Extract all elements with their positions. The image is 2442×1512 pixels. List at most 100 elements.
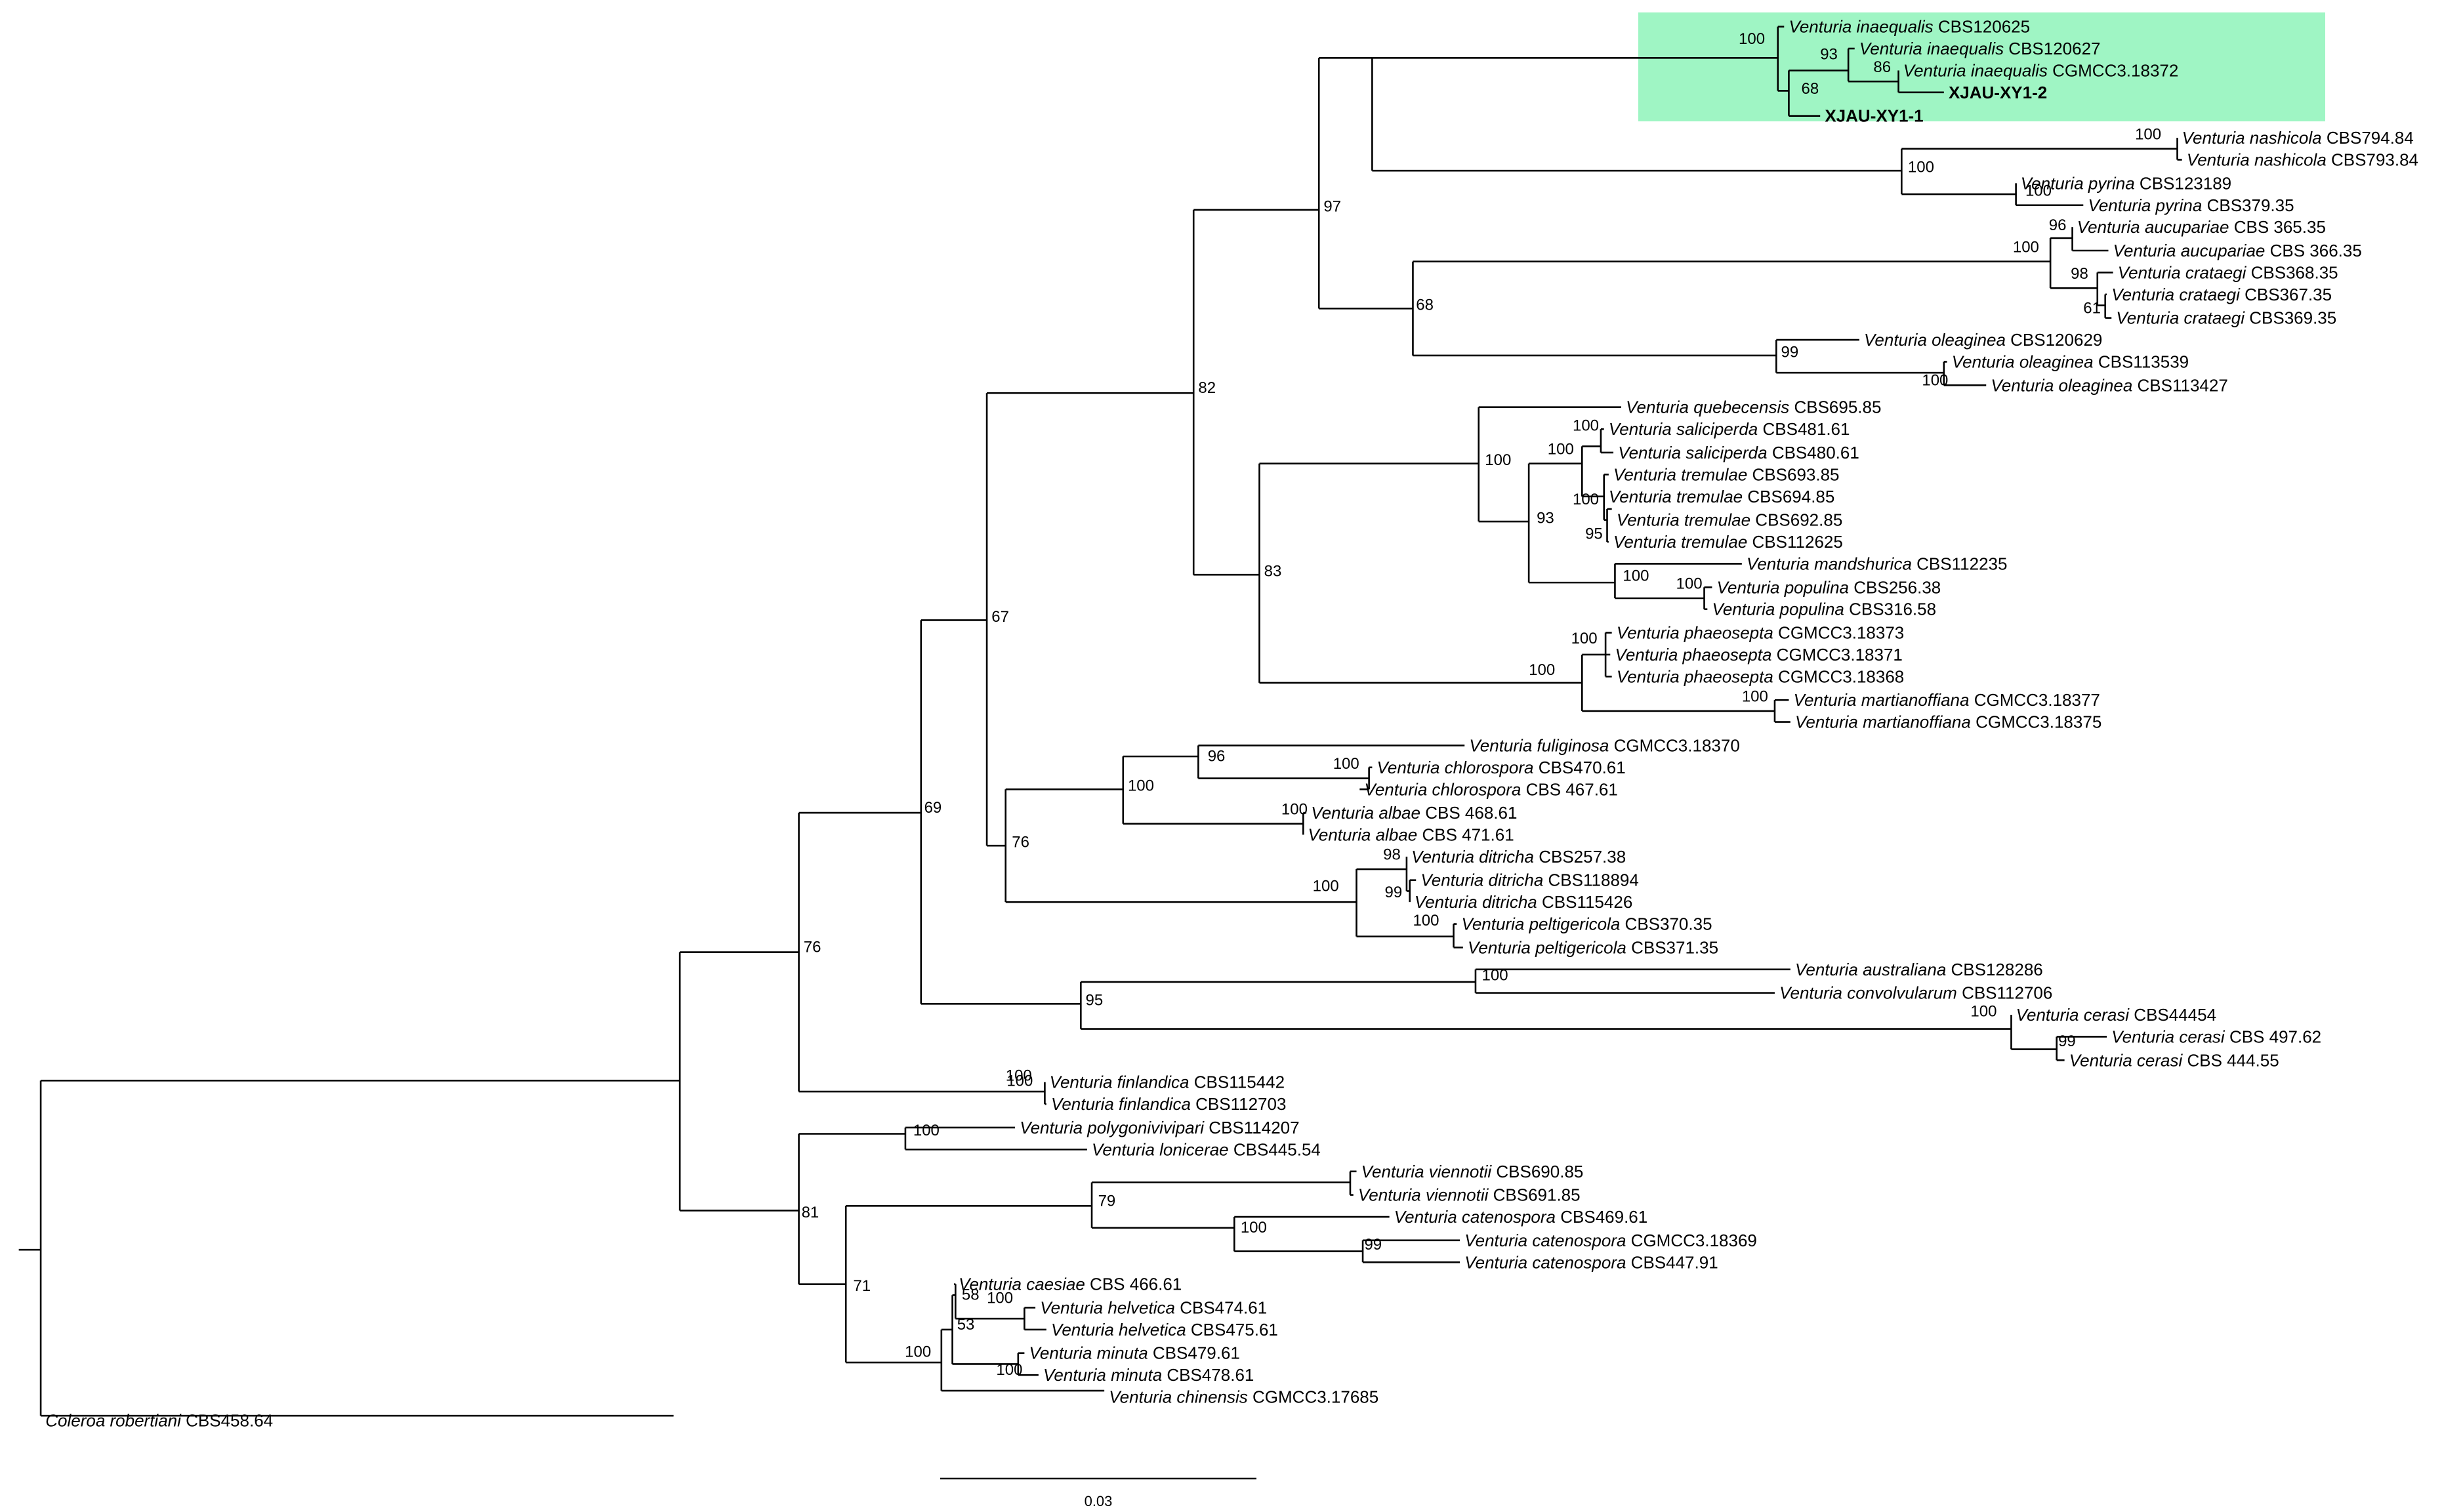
support-value: 99 xyxy=(1384,884,1402,901)
leaf-label: Venturia caesiae CBS 466.61 xyxy=(959,1275,1182,1294)
leaf-strain-id: CBS369.35 xyxy=(2249,308,2336,328)
leaf-label: Venturia aucupariae CBS 366.35 xyxy=(2113,241,2362,260)
leaf-taxon-name: Venturia chlorospora xyxy=(1377,758,1539,777)
leaf-taxon-name: Venturia tremulae xyxy=(1613,464,1752,484)
leaf-strain-id: CBS120625 xyxy=(1938,17,2030,37)
leaf-label: Venturia tremulae CBS692.85 xyxy=(1617,510,1842,530)
leaf-label: Venturia australiana CBS128286 xyxy=(1795,960,2043,979)
support-value: 68 xyxy=(1802,80,1819,98)
leaf-taxon-name: Venturia martianoffiana xyxy=(1794,690,1974,710)
leaf-strain-id: CGMCC3.18368 xyxy=(1778,666,1904,686)
leaf-taxon-name: Venturia martianoffiana xyxy=(1795,712,1976,732)
leaf-label: XJAU-XY1-1 xyxy=(1825,106,1923,126)
leaf-label: Venturia albae CBS 471.61 xyxy=(1308,825,1514,844)
leaf-label: Venturia saliciperda CBS480.61 xyxy=(1618,443,1859,462)
leaf-strain-id: CBS794.84 xyxy=(2327,128,2414,148)
leaf-taxon-name: Venturia finlandica xyxy=(1050,1073,1194,1092)
support-value: 99 xyxy=(2058,1032,2076,1050)
leaf-taxon-name: Venturia aucupariae xyxy=(2077,217,2234,237)
leaf-taxon-name: Venturia helvetica xyxy=(1051,1320,1191,1339)
leaf-label: Venturia cerasi CBS 497.62 xyxy=(2111,1027,2321,1046)
leaf-label: Venturia finlandica CBS112703 xyxy=(1051,1094,1286,1114)
leaf-strain-id: CBS480.61 xyxy=(1772,443,1859,462)
leaf-taxon-name: Venturia ditricha xyxy=(1420,870,1548,890)
leaf-strain-id: CBS694.85 xyxy=(1747,487,1834,506)
leaf-taxon-name: Venturia cerasi xyxy=(2069,1050,2187,1070)
leaf-strain-id: CBS115442 xyxy=(1194,1073,1285,1092)
leaf-strain-id: CBS115426 xyxy=(1542,892,1632,912)
support-value: 100 xyxy=(2013,238,2039,256)
leaf-label: Venturia aucupariae CBS 365.35 xyxy=(2077,217,2326,237)
leaf-strain-id: CBS114207 xyxy=(1209,1118,1299,1137)
leaf-strain-id: CBS112235 xyxy=(1916,554,2007,573)
leaf-taxon-name: Venturia ditricha xyxy=(1415,892,1542,912)
leaf-label: Venturia chinensis CGMCC3.17685 xyxy=(1109,1387,1378,1407)
leaf-strain-id: CBS112625 xyxy=(1752,532,1843,552)
leaf-strain-id: CBS120629 xyxy=(2010,330,2102,350)
leaf-taxon-name: Venturia cerasi xyxy=(2016,1005,2134,1025)
leaf-taxon-name: Venturia viennotii xyxy=(1361,1162,1497,1181)
leaf-taxon-name: Venturia lonicerae xyxy=(1092,1139,1233,1159)
leaf-label: Venturia albae CBS 468.61 xyxy=(1311,803,1517,823)
leaf-label: Venturia chlorospora CBS470.61 xyxy=(1377,758,1626,777)
support-value: 100 xyxy=(996,1361,1022,1379)
scale-bar-label: 0.03 xyxy=(1085,1493,1113,1509)
support-values: 1009386681001001009698611006899100971001… xyxy=(802,30,2162,1379)
leaf-strain-id: CBS693.85 xyxy=(1752,464,1840,484)
support-value: 100 xyxy=(1571,630,1598,647)
leaf-label: Venturia catenospora CGMCC3.18369 xyxy=(1464,1231,1757,1250)
leaf-taxon-name: Venturia chinensis xyxy=(1109,1387,1252,1407)
leaf-label: Venturia viennotii CBS691.85 xyxy=(1358,1185,1581,1205)
leaf-strain-id: CBS123189 xyxy=(2140,173,2231,193)
leaf-taxon-name: Venturia minuta xyxy=(1029,1343,1153,1363)
scale-bar: 0.03 xyxy=(940,1477,1256,1509)
tree-branches xyxy=(18,26,2182,1417)
leaf-strain-id: XJAU-XY1-1 xyxy=(1825,106,1923,126)
leaf-strain-id: CBS128286 xyxy=(1951,960,2043,979)
leaf-taxon-name: Venturia inaequalis xyxy=(1903,60,2052,80)
support-value: 98 xyxy=(1383,846,1401,864)
leaf-strain-id: CBS470.61 xyxy=(1539,758,1626,777)
support-value: 97 xyxy=(1323,197,1341,215)
support-value: 100 xyxy=(1241,1219,1267,1236)
leaf-taxon-name: Venturia tremulae xyxy=(1617,510,1755,530)
leaf-label: Venturia tremulae CBS112625 xyxy=(1613,532,1843,552)
leaf-strain-id: CGMCC3.18370 xyxy=(1614,735,1740,755)
support-value: 100 xyxy=(1485,451,1511,469)
leaf-label: Venturia minuta CBS478.61 xyxy=(1043,1365,1254,1385)
leaf-label: Venturia convolvularum CBS112706 xyxy=(1779,983,2052,1003)
leaf-strain-id: CBS371.35 xyxy=(1631,937,1718,957)
leaf-strain-id: CBS370.35 xyxy=(1625,914,1712,934)
leaf-label: Venturia ditricha CBS257.38 xyxy=(1411,847,1626,867)
leaf-taxon-name: Venturia cerasi xyxy=(2111,1027,2229,1046)
leaf-strain-id: CBS 497.62 xyxy=(2229,1027,2321,1046)
leaf-label: Venturia minuta CBS479.61 xyxy=(1029,1343,1240,1363)
leaf-strain-id: CBS368.35 xyxy=(2251,262,2338,282)
leaf-strain-id: CGMCC3.18372 xyxy=(2052,60,2178,80)
leaf-label: Venturia fuliginosa CGMCC3.18370 xyxy=(1469,735,1739,755)
leaf-label: Venturia inaequalis CGMCC3.18372 xyxy=(1903,60,2179,80)
support-value: 100 xyxy=(2135,125,2161,143)
leaf-taxon-name: Venturia phaeosepta xyxy=(1617,666,1778,686)
support-value: 100 xyxy=(2025,182,2052,199)
leaf-label: XJAU-XY1-2 xyxy=(1949,83,2047,102)
support-value: 100 xyxy=(1313,877,1339,895)
leaf-strain-id: CBS44454 xyxy=(2134,1005,2216,1025)
support-value: 79 xyxy=(1098,1192,1116,1210)
highlight-clade-box xyxy=(1638,12,2325,121)
support-value: 61 xyxy=(2083,299,2101,317)
support-value: 100 xyxy=(1529,661,1555,679)
leaf-strain-id: CGMCC3.18371 xyxy=(1777,645,1903,664)
leaf-strain-id: CBS 468.61 xyxy=(1425,803,1517,823)
leaf-label: Venturia helvetica CBS475.61 xyxy=(1051,1320,1278,1339)
leaf-strain-id: CBS691.85 xyxy=(1493,1185,1581,1205)
leaf-label: Venturia polygonivivipari CBS114207 xyxy=(1020,1118,1299,1137)
support-value: 99 xyxy=(1781,343,1799,361)
leaf-strain-id: CBS479.61 xyxy=(1153,1343,1240,1363)
leaf-taxon-name: Venturia crataegi xyxy=(2111,285,2245,304)
leaf-taxon-name: Venturia ditricha xyxy=(1411,847,1539,867)
support-value: 100 xyxy=(1281,800,1308,818)
support-value: 100 xyxy=(1742,688,1768,706)
support-value: 82 xyxy=(1198,379,1216,397)
